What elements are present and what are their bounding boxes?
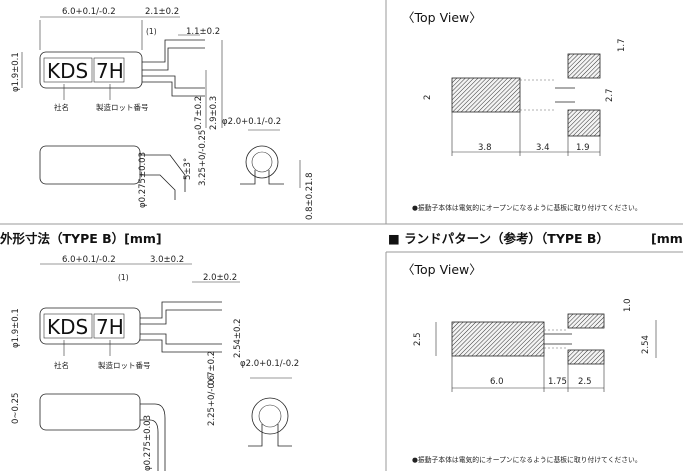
land-pattern-b-title: ■ ランドパターン（参考）（TYPE B） <box>388 231 609 246</box>
svg-text:2.7: 2.7 <box>605 88 615 102</box>
svg-text:6.0: 6.0 <box>490 377 504 387</box>
svg-text:(1): (1) <box>118 273 129 282</box>
svg-text:0.7±0.2: 0.7±0.2 <box>194 96 204 130</box>
svg-text:6.0+0.1/-0.2: 6.0+0.1/-0.2 <box>62 255 116 265</box>
end-view-circle-b <box>251 397 289 435</box>
marking-brand: KDS <box>47 59 88 83</box>
svg-text:5±3°: 5±3° <box>183 158 193 180</box>
land-note-a: ●振動子本体は電気的にオープンになるように基板に取り付けてください。 <box>412 203 642 212</box>
marking-code: 7H <box>96 59 124 83</box>
svg-text:0.7±0.2: 0.7±0.2 <box>207 351 217 385</box>
svg-text:2.5: 2.5 <box>578 377 592 387</box>
crystal-body-side <box>39 145 141 185</box>
svg-text:φ2.0+0.1/-0.2: φ2.0+0.1/-0.2 <box>222 117 281 127</box>
svg-text:1.1±0.2: 1.1±0.2 <box>186 27 220 37</box>
crystal-body-side-b <box>39 393 141 431</box>
top-view-title-b: 〈Top View〉 <box>402 262 482 277</box>
land-pattern-b: 〈Top View〉 2.5 1.0 2.54 6.0 1.75 2.5 ●振動… <box>402 262 657 464</box>
svg-text:φ1.9±0.1: φ1.9±0.1 <box>11 52 21 92</box>
top-view-title-a: 〈Top View〉 <box>402 10 482 25</box>
svg-text:φ2.0+0.1/-0.2: φ2.0+0.1/-0.2 <box>240 359 299 369</box>
label-lot-b: 製造ロット番号 <box>98 360 151 370</box>
marking-code-b: 7H <box>96 315 124 339</box>
svg-text:2.1±0.2: 2.1±0.2 <box>145 7 179 17</box>
svg-text:1.7: 1.7 <box>617 38 627 52</box>
label-company: 社名 <box>54 102 69 112</box>
svg-text:φ1.9±0.1: φ1.9±0.1 <box>11 308 21 348</box>
svg-text:6.0+0.1/-0.2: 6.0+0.1/-0.2 <box>62 7 116 17</box>
type-b-outline: KDS 7H 6.0+0.1/-0.2 3.0±0.2 (1) 2.0±0.2 … <box>11 255 299 471</box>
marking-brand-b: KDS <box>47 315 88 339</box>
svg-text:2.54: 2.54 <box>641 335 651 354</box>
svg-text:φ0.275±0.03: φ0.275±0.03 <box>138 152 148 208</box>
svg-text:1.75: 1.75 <box>548 377 567 387</box>
crystal-body-top-b <box>39 307 141 345</box>
label-lot: 製造ロット番号 <box>96 102 149 112</box>
svg-text:2.25+0/-0.6: 2.25+0/-0.6 <box>207 375 217 426</box>
type-b-title: 外形寸法（TYPE B）[mm] <box>0 231 162 246</box>
type-a-outline: KDS 7H 6.0+0.1/-0.2 2.1±0.2 (1) 1.1±0.2 … <box>11 7 315 220</box>
land-pattern-b-unit: [mm] <box>651 231 683 246</box>
svg-text:0.8±0.2: 0.8±0.2 <box>305 186 315 220</box>
svg-text:2.9±0.3: 2.9±0.3 <box>209 96 219 130</box>
svg-text:2.0±0.2: 2.0±0.2 <box>203 273 237 283</box>
land-note-b: ●振動子本体は電気的にオープンになるように基板に取り付けてください。 <box>412 455 642 464</box>
svg-text:2.54±0.2: 2.54±0.2 <box>233 318 243 358</box>
svg-text:3.25+0/-0.25: 3.25+0/-0.25 <box>198 130 208 186</box>
end-view-circle <box>245 145 279 179</box>
svg-text:1.8: 1.8 <box>305 172 315 186</box>
svg-text:2.5: 2.5 <box>413 332 423 346</box>
label-company-b: 社名 <box>54 360 69 370</box>
svg-text:φ0.275±0.03: φ0.275±0.03 <box>143 415 153 471</box>
svg-text:3.0±0.2: 3.0±0.2 <box>150 255 184 265</box>
land-pattern-a: 〈Top View〉 2 1.7 2.7 3.8 3.4 1.9 ●振動子本体は… <box>402 10 642 212</box>
svg-text:0~0.25: 0~0.25 <box>11 393 21 424</box>
svg-text:(1): (1) <box>146 27 157 36</box>
svg-text:1.9: 1.9 <box>576 143 590 153</box>
svg-text:1.0: 1.0 <box>623 298 633 312</box>
svg-text:3.4: 3.4 <box>536 143 550 153</box>
svg-text:3.8: 3.8 <box>478 143 492 153</box>
svg-text:2: 2 <box>423 95 433 100</box>
